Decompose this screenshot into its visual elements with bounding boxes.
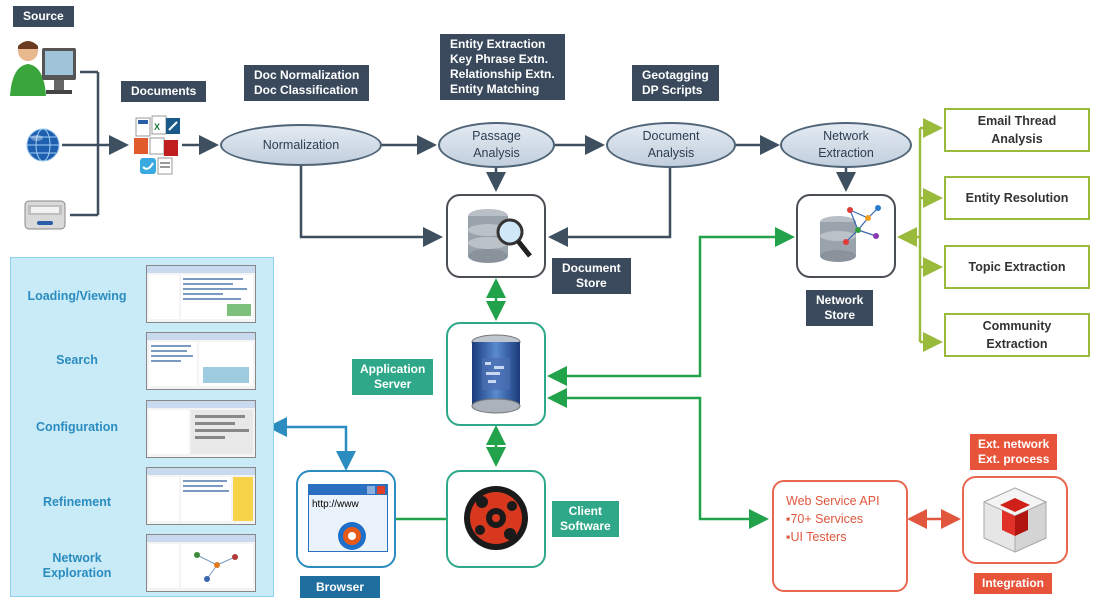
entity-extraction-label: Entity Extraction Key Phrase Extn. Relat… (440, 34, 565, 100)
screenshot-thumb-loading (146, 265, 256, 323)
svg-text:X: X (154, 122, 160, 132)
source-bracket (62, 70, 129, 217)
integration-label: Integration (974, 573, 1052, 594)
network-store-label: Network Store (806, 290, 874, 326)
ext-network-label: Ext. network Ext. process (970, 434, 1058, 470)
application-server-box (446, 322, 546, 426)
entity-resolution-box: Entity Resolution (944, 176, 1090, 220)
scanner-icon (24, 200, 66, 230)
source-label: Source (13, 6, 74, 27)
network-database-icon (820, 205, 881, 262)
panel-label-loading: Loading/Viewing (27, 289, 127, 303)
document-store-label: Document Store (552, 258, 631, 294)
community-extraction-box: Community Extraction (944, 313, 1090, 357)
browser-label: Browser (300, 576, 381, 598)
bullet-icon: ▪ (786, 512, 791, 526)
network-extraction-step: Network Extraction (780, 122, 912, 168)
client-software-label: Client Software (552, 501, 619, 537)
browser-window-icon: http://www (308, 484, 388, 552)
web-service-item: ▪UI Testers (786, 530, 847, 544)
screenshot-thumb-network (146, 534, 256, 592)
client-gear-icon (464, 486, 528, 550)
topic-extraction-box: Topic Extraction (944, 245, 1090, 289)
screenshot-thumb-configuration (146, 400, 256, 458)
web-service-item: ▪70+ Services (786, 512, 864, 526)
integration-box (962, 476, 1068, 564)
user-computer-icon (10, 41, 76, 96)
browser-box: http://www (296, 470, 396, 568)
web-service-title: Web Service API (786, 494, 880, 508)
normalization-step: Normalization (220, 124, 382, 166)
panel-label-search: Search (56, 353, 98, 367)
puzzle-cube-icon (982, 487, 1048, 553)
globe-icon (26, 128, 60, 162)
passage-analysis-step: Passage Analysis (438, 122, 555, 168)
geotagging-label: Geotagging DP Scripts (632, 65, 719, 101)
documents-label: Documents (121, 81, 207, 102)
network-store-box (796, 194, 896, 278)
browser-logo-icon (338, 522, 366, 550)
email-thread-analysis-box: Email Thread Analysis (944, 108, 1090, 152)
green-connectors (396, 227, 795, 529)
browser-url: http://www (312, 499, 359, 510)
network-outputs-bracket (897, 118, 943, 352)
database-search-icon (468, 209, 532, 263)
bullet-icon: ▪ (786, 530, 791, 544)
web-service-api-box: Web Service API ▪70+ Services ▪UI Tester… (772, 480, 908, 592)
application-server-label: Application Server (352, 359, 434, 395)
server-barrel-icon (471, 334, 521, 414)
screenshot-thumb-refinement (146, 467, 256, 525)
client-software-box (446, 470, 546, 568)
panel-label-configuration: Configuration (36, 420, 118, 434)
documents-icon: X (134, 115, 180, 175)
doc-normalization-label: Doc Normalization Doc Classification (244, 65, 370, 101)
panel-browser-arrow (267, 417, 356, 471)
document-analysis-step: Document Analysis (606, 122, 736, 168)
document-store-box (446, 194, 546, 278)
panel-label-network: Network Exploration (42, 551, 112, 580)
screenshot-thumb-search (146, 332, 256, 390)
panel-label-refinement: Refinement (42, 495, 112, 509)
